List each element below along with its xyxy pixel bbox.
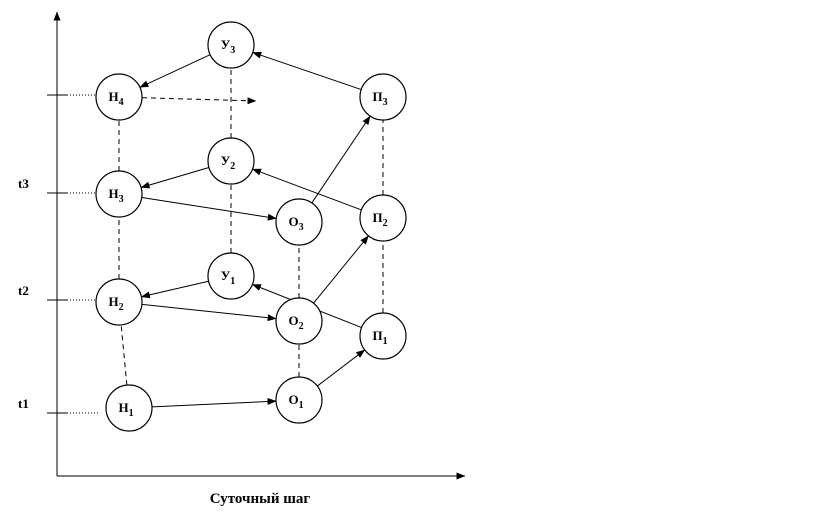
node-h2: Н2: [95, 278, 143, 326]
node-circle: [95, 278, 143, 326]
dashed-links: [118, 68, 384, 386]
x-axis-label: Суточный шаг: [210, 491, 311, 507]
arrow-h3-to-o3: [141, 197, 277, 221]
node-label: П2: [372, 210, 387, 229]
arrow-y2-to-h3: [140, 167, 210, 189]
node-label: О1: [288, 392, 303, 411]
y-tick-label: t3: [18, 176, 29, 191]
node-y3: У3: [207, 21, 255, 69]
y-tick-label: t1: [18, 396, 29, 411]
node-circle: [95, 170, 143, 218]
node-h3: Н3: [95, 170, 143, 218]
node-p1: П1: [359, 312, 407, 360]
dashed-link: [120, 324, 128, 386]
node-label: У2: [221, 153, 236, 172]
arrows: [139, 51, 371, 408]
y-tick-label: t2: [18, 283, 29, 298]
node-o3: О3: [275, 198, 323, 246]
node-circle: [275, 297, 323, 345]
arrow-p3-to-y3: [252, 51, 362, 91]
node-label: У3: [221, 37, 236, 56]
node-y1: У1: [207, 252, 255, 300]
node-circle: [359, 194, 407, 242]
node-h4: Н4: [95, 73, 143, 121]
node-h1: Н1: [105, 384, 153, 432]
node-y2: У2: [207, 137, 255, 185]
node-o1: О1: [275, 376, 323, 424]
node-label: Н3: [108, 186, 123, 205]
arrow-o3-to-p3: [311, 115, 371, 204]
node-label: П1: [372, 328, 387, 347]
node-circle: [207, 21, 255, 69]
node-circle: [95, 73, 143, 121]
axes: [53, 11, 466, 480]
node-label: П3: [372, 89, 387, 108]
node-label: Н1: [118, 400, 133, 419]
node-label: О2: [288, 313, 303, 332]
node-p2: П2: [359, 194, 407, 242]
node-circle: [275, 198, 323, 246]
node-o2: О2: [275, 297, 323, 345]
node-label: О3: [288, 214, 303, 233]
arrow-h2-to-o2: [141, 303, 277, 322]
arrow-p2-to-y2: [252, 168, 362, 211]
y-ticks: t1 t2 t3: [18, 94, 100, 414]
node-circle: [275, 376, 323, 424]
node-circle: [105, 384, 153, 432]
arrow-o1-to-p1: [316, 349, 366, 387]
node-circle: [359, 73, 407, 121]
node-circle: [207, 252, 255, 300]
node-label: У1: [221, 268, 236, 287]
arrow-y3-to-h4: [139, 54, 211, 88]
arrow-o2-to-p2: [313, 235, 369, 304]
node-label: Н4: [108, 89, 123, 108]
arrow-y1-to-h2: [140, 280, 209, 299]
node-circle: [359, 312, 407, 360]
node-circle: [207, 137, 255, 185]
arrow-h4-out: [141, 97, 257, 105]
node-p3: П3: [359, 73, 407, 121]
arrow-h1-to-o1: [151, 397, 277, 408]
node-label: Н2: [108, 294, 123, 313]
